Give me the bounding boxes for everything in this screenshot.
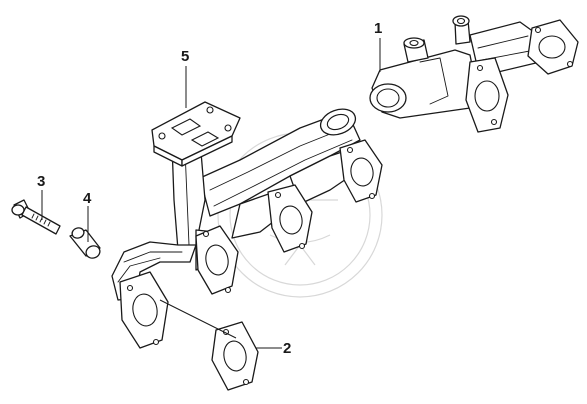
part-1-outlet-housing — [369, 15, 579, 133]
leader-lines — [41, 38, 381, 349]
callout-2: 2 — [283, 340, 291, 357]
callout-4: 4 — [83, 190, 92, 207]
part-5-exhaust-manifold — [111, 101, 383, 349]
callout-3: 3 — [37, 173, 45, 190]
part-3-bolt — [11, 199, 61, 235]
part-4-spacer-sleeve — [69, 227, 101, 259]
part-2-gasket — [211, 321, 259, 391]
callout-1: 1 — [374, 20, 382, 37]
callout-5: 5 — [181, 48, 189, 65]
